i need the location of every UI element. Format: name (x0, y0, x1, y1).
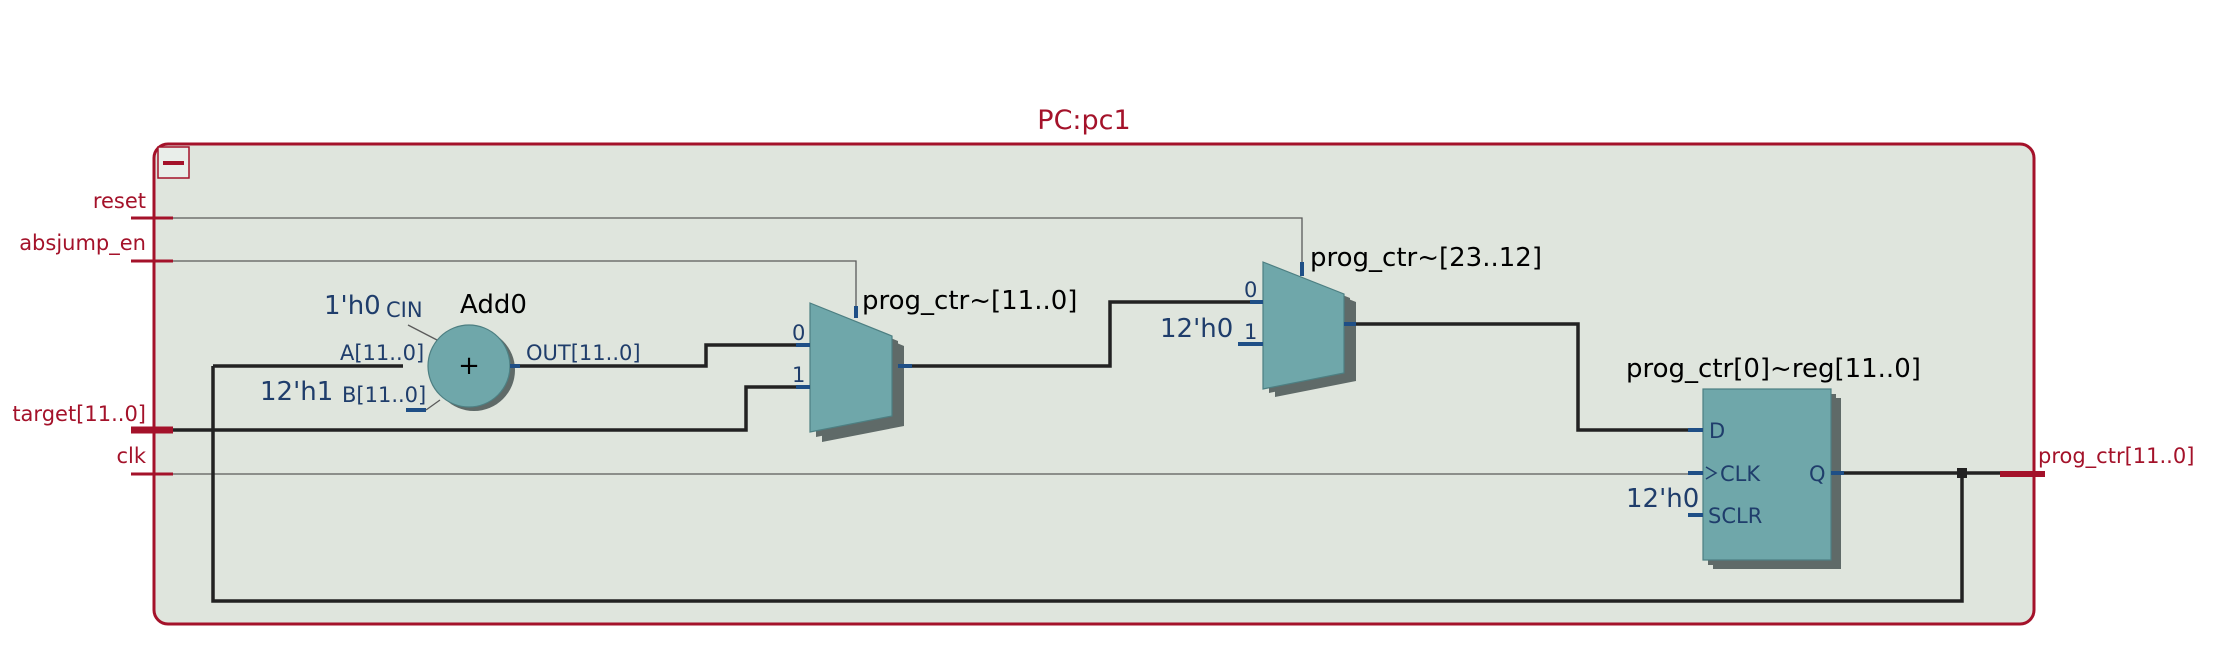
mux2-name: prog_ctr~[23..12] (1310, 243, 1542, 273)
adder-pin-cin: CIN (386, 298, 423, 322)
module-body (152, 142, 2036, 626)
mux2-in1-label: 1 (1244, 320, 1257, 344)
mux1-name: prog_ctr~[11..0] (862, 286, 1077, 316)
port-label-reset: reset (93, 189, 146, 213)
wire-feedback-loop[interactable] (211, 366, 1964, 603)
mux2-block[interactable]: 0 1 12'h0 prog_ctr~[23..12] (1160, 243, 1542, 397)
adder-block[interactable]: Add0 1'h0 CIN A[11..0] 12'h1 B[11..0] + … (260, 290, 641, 412)
mux2-const-in1: 12'h0 (1160, 314, 1233, 344)
output-port: prog_ctr[11..0] (2000, 444, 2194, 477)
reg-pin-clk: CLK (1720, 462, 1761, 486)
clock-triangle-icon (1705, 466, 1718, 480)
input-ports: reset absjump_en target[11..0] clk (12, 189, 173, 476)
wire-mux1-out[interactable] (900, 300, 1250, 368)
adder-plus-symbol: + (458, 351, 480, 381)
adder-pin-a: A[11..0] (340, 341, 424, 365)
port-label-target: target[11..0] (12, 402, 146, 426)
adder-pin-out: OUT[11..0] (526, 341, 641, 365)
bus-wires (173, 300, 2000, 603)
const-cin: 1'h0 (324, 291, 381, 321)
wire-absjump-en[interactable] (173, 260, 857, 306)
control-wires (173, 217, 1688, 475)
mux2-body (1262, 261, 1345, 390)
module-title: PC:pc1 (1037, 105, 1130, 136)
port-label-clk: clk (116, 444, 146, 468)
mux1-in1-label: 1 (792, 363, 805, 387)
wire-reset[interactable] (173, 217, 1303, 262)
register-name: prog_ctr[0]~reg[11..0] (1626, 354, 1921, 384)
mux2-in0-label: 0 (1244, 278, 1257, 302)
junction-dot (1957, 468, 1967, 478)
reg-pin-sclr: SCLR (1708, 504, 1762, 528)
port-label-absjump-en: absjump_en (19, 231, 146, 256)
wire-adder-out[interactable] (516, 343, 796, 368)
wire-mux2-out[interactable] (1352, 322, 1688, 432)
mux1-in0-label: 0 (792, 321, 805, 345)
register-body (1702, 388, 1832, 561)
collapse-button[interactable] (157, 146, 190, 179)
wire-target-bus[interactable] (173, 385, 796, 432)
reg-pin-d: D (1709, 419, 1725, 443)
reg-pin-q: Q (1809, 462, 1826, 486)
const-b: 12'h1 (260, 377, 333, 407)
register-block[interactable]: prog_ctr[0]~reg[11..0] D CLK SCLR Q 12'h… (1626, 354, 1921, 569)
b-wire (425, 399, 441, 411)
reg-const-sclr: 12'h0 (1626, 484, 1699, 514)
cin-wire (407, 324, 438, 341)
mux1-block[interactable]: 0 1 prog_ctr~[11..0] (792, 286, 1077, 442)
adder-pin-b: B[11..0] (342, 383, 426, 407)
port-label-prog-ctr: prog_ctr[11..0] (2038, 444, 2194, 469)
module-frame: PC:pc1 (152, 105, 2036, 626)
adder-name: Add0 (460, 290, 527, 320)
